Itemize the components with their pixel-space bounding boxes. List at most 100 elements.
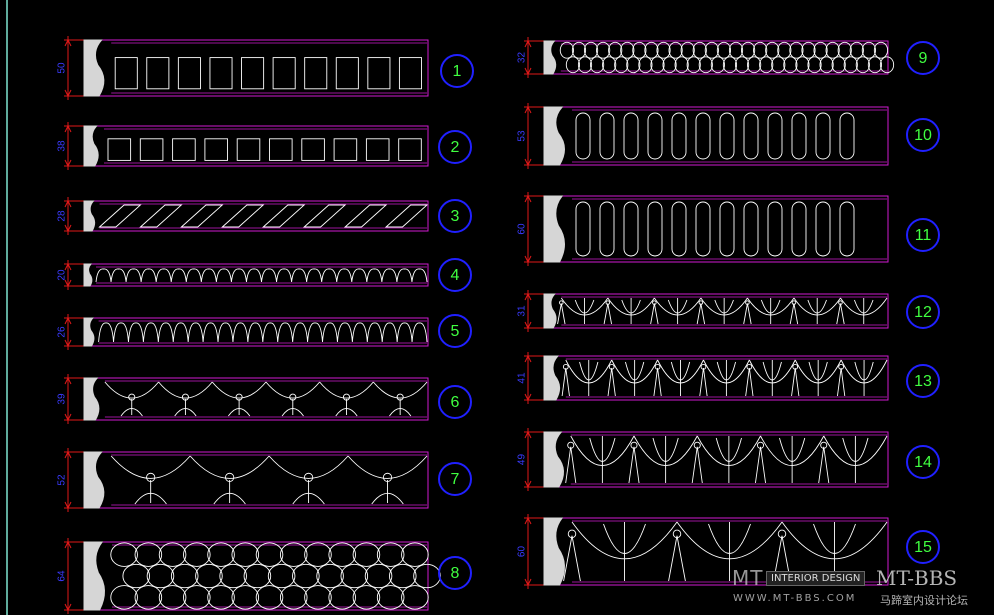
scale-shape (747, 56, 762, 74)
scale-shape (158, 542, 187, 567)
dart (789, 303, 799, 325)
dimension-text: 38 (57, 140, 68, 152)
flute-groove (695, 112, 711, 160)
flute-groove (671, 112, 687, 160)
dart (653, 367, 662, 397)
dart-tip (630, 441, 638, 449)
scale-shape (614, 56, 629, 74)
molding-profile (83, 377, 100, 421)
scale-shape (867, 56, 883, 74)
number-badge-text: 7 (451, 471, 460, 488)
scale-shape (777, 41, 792, 59)
dentil-block (304, 57, 328, 90)
molding-pattern (110, 454, 428, 506)
scale-shape (170, 563, 199, 589)
molding-pattern (104, 380, 428, 418)
scale-shape (698, 56, 713, 74)
egg-inner (779, 437, 806, 462)
dart-tip (672, 529, 682, 539)
watermark-tag: INTERIOR DESIGN (766, 571, 866, 586)
dart (791, 367, 800, 397)
dart-tip (700, 363, 707, 370)
dart (691, 446, 703, 484)
dimension-arrow (524, 430, 532, 439)
molding-pattern (561, 358, 888, 398)
flute-groove (695, 201, 711, 257)
scale-shape (680, 41, 695, 59)
dimension-arrow (64, 501, 72, 510)
scale-shape (158, 585, 187, 610)
number-badge-text: 5 (451, 323, 460, 340)
dimension-text: 53 (517, 130, 528, 142)
scale-shape (686, 56, 701, 74)
scale-shape (255, 542, 284, 567)
scale-shape (340, 563, 369, 589)
number-badge-text: 15 (914, 539, 932, 556)
dimension-arrow (64, 279, 72, 288)
dimension-text: 28 (57, 210, 68, 222)
scale-shape (668, 41, 683, 59)
leaf-arch (211, 381, 267, 399)
dimension-arrow (524, 194, 532, 203)
dimension-arrow (64, 199, 72, 208)
molding-pattern (98, 203, 429, 229)
rope-strand (221, 204, 265, 228)
molding-pattern (572, 198, 887, 260)
dentil-block (241, 57, 265, 90)
dimension-arrow (524, 39, 532, 48)
number-badge-text: 1 (453, 63, 462, 80)
dimension-text: 64 (57, 570, 68, 582)
dimension-text: 52 (57, 474, 68, 486)
flute-groove (815, 112, 831, 160)
number-badge-text: 2 (451, 139, 460, 156)
number-badge-text: 3 (451, 208, 460, 225)
molding-profile (543, 40, 557, 75)
flute-groove (647, 112, 663, 160)
dentil-block (301, 138, 325, 161)
scale-shape (807, 56, 822, 74)
dart-tip (562, 363, 569, 370)
number-badge (438, 462, 472, 496)
number-badge (906, 41, 940, 75)
leaf-blade (228, 408, 251, 417)
molding-pattern (565, 434, 888, 485)
leaf-arch (268, 455, 349, 479)
leaf-blade (213, 492, 246, 505)
dimension-text: 60 (517, 546, 528, 558)
flute-groove (623, 112, 639, 160)
dart (745, 367, 754, 397)
scale-shape (565, 56, 581, 74)
scale-shape (255, 585, 284, 610)
molding-3: 28 3 (57, 197, 472, 235)
scale-shape (243, 563, 272, 589)
scale-shape (401, 585, 429, 610)
scale-shape (740, 41, 756, 59)
egg-inner (714, 299, 734, 314)
dentil-block (367, 57, 391, 90)
dimension-arrow (64, 339, 72, 348)
number-badge-text: 10 (914, 127, 932, 144)
dimension-arrow (524, 393, 532, 402)
scale-shape (873, 41, 889, 59)
leaf-blade (371, 492, 404, 505)
scale-shape (704, 41, 719, 59)
molding-profile (543, 355, 561, 401)
wave-scroll (98, 322, 428, 343)
dimension-arrow (64, 38, 72, 47)
dart (563, 535, 581, 582)
molding-10: 53 10 (517, 103, 940, 169)
molding-pattern (95, 266, 428, 284)
number-badge-text: 9 (919, 50, 928, 67)
scale-shape (267, 563, 296, 589)
number-badge-text: 12 (914, 304, 932, 321)
dart (773, 535, 791, 582)
scale-shape (571, 41, 587, 59)
dart (607, 367, 616, 397)
dart-tip (567, 529, 577, 539)
leaf-arch (319, 381, 374, 399)
scale-shape (589, 56, 605, 74)
egg-inner (807, 299, 827, 314)
